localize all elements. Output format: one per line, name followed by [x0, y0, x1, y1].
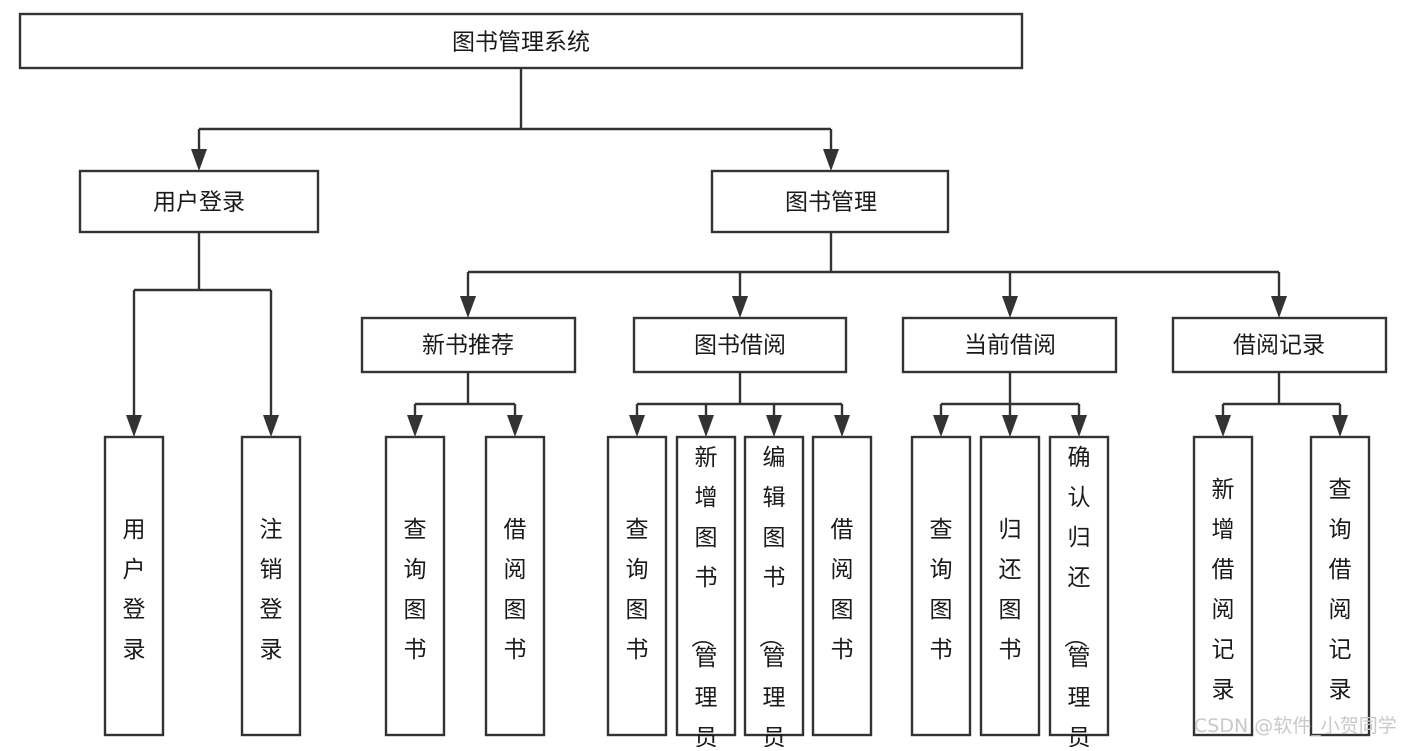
node-leaf-query-book-3[interactable]: 查询图书: [910, 435, 972, 737]
node-leaf-logout[interactable]: 注销登录: [240, 435, 302, 737]
node-book-management[interactable]: 图书管理: [710, 169, 950, 234]
node-borrow-record-box[interactable]: [1171, 316, 1388, 374]
arrow-head-icon: [732, 296, 748, 318]
connector-newbook-bus: [413, 372, 517, 424]
connector-userlogin-bus: [132, 232, 273, 424]
node-leaf-query-book-2-box[interactable]: [606, 435, 668, 737]
node-book-borrow[interactable]: 图书借阅: [632, 316, 848, 374]
node-user-login-label: 用户登录: [153, 190, 245, 216]
node-leaf-query-book-1[interactable]: 查询图书: [384, 435, 446, 737]
node-leaf-add-borrow-record[interactable]: 新增借阅记录: [1192, 435, 1254, 737]
node-leaf-confirm-return[interactable]: 确认归还（管理员）: [1048, 435, 1110, 751]
node-leaf-query-book-3-box[interactable]: [910, 435, 972, 737]
node-leaf-return-book-label: 归还图书: [999, 517, 1022, 663]
node-leaf-user-login-label: 用户登录: [123, 517, 146, 663]
node-borrow-record[interactable]: 借阅记录: [1171, 316, 1388, 374]
arrow-head-icon: [766, 415, 782, 437]
node-leaf-return-book[interactable]: 归还图书: [979, 435, 1041, 737]
arrow-head-icon: [834, 415, 850, 437]
node-leaf-confirm-return-box[interactable]: [1048, 435, 1110, 737]
node-user-login[interactable]: 用户登录: [78, 169, 320, 234]
arrow-head-icon: [263, 415, 279, 437]
connector-bookborrow-bus: [635, 372, 844, 424]
node-current-borrow[interactable]: 当前借阅: [901, 316, 1118, 374]
node-leaf-query-book-2-label: 查询图书: [626, 517, 649, 663]
node-leaf-query-book-3-label: 查询图书: [930, 517, 953, 663]
node-new-book-recommend[interactable]: 新书推荐: [360, 316, 577, 374]
node-leaf-query-borrow-record-box[interactable]: [1309, 435, 1371, 737]
node-new-book-recommend-label: 新书推荐: [422, 333, 514, 359]
arrow-head-icon: [629, 415, 645, 437]
node-leaf-user-login[interactable]: 用户登录: [103, 435, 165, 737]
node-leaf-add-borrow-record-box[interactable]: [1192, 435, 1254, 737]
connector-currentborrow-bus: [939, 372, 1081, 424]
arrow-head-icon: [1071, 415, 1087, 437]
node-root-box[interactable]: [18, 12, 1024, 70]
node-leaf-add-book[interactable]: 新增图书（管理员）: [675, 435, 737, 751]
arrow-head-icon: [823, 149, 839, 171]
node-leaf-logout-box[interactable]: [240, 435, 302, 737]
node-current-borrow-label: 当前借阅: [964, 333, 1056, 359]
node-leaf-borrow-book-1-box[interactable]: [484, 435, 546, 737]
connector-bookmgmt-bus: [466, 232, 1281, 305]
node-leaf-query-borrow-record-label: 查询借阅记录: [1329, 477, 1352, 703]
node-leaf-borrow-book-2[interactable]: 借阅图书: [811, 435, 873, 737]
node-leaf-add-book-label: 新增图书（管理员）: [689, 445, 718, 747]
node-book-management-box[interactable]: [710, 169, 950, 234]
arrow-head-icon: [1215, 415, 1231, 437]
node-book-borrow-box[interactable]: [632, 316, 848, 374]
node-book-management-label: 图书管理: [785, 190, 877, 216]
node-leaf-add-book-box[interactable]: [675, 435, 737, 737]
arrow-head-icon: [507, 415, 523, 437]
node-root-label: 图书管理系统: [452, 30, 590, 56]
watermark-label: CSDN @软件_小贺同学: [1194, 715, 1397, 737]
node-current-borrow-box[interactable]: [901, 316, 1118, 374]
connector-root-bus: [197, 68, 833, 158]
arrow-head-icon: [191, 149, 207, 171]
node-leaf-edit-book-label: 编辑图书（管理员）: [757, 445, 786, 747]
node-leaf-return-book-box[interactable]: [979, 435, 1041, 737]
arrow-head-icon: [1332, 415, 1348, 437]
node-leaf-confirm-return-label: 确认归还（管理员）: [1062, 445, 1091, 747]
node-leaf-query-book-2[interactable]: 查询图书: [606, 435, 668, 737]
node-leaf-logout-label: 注销登录: [260, 517, 283, 663]
node-leaf-query-book-1-label: 查询图书: [404, 517, 427, 663]
node-leaf-borrow-book-2-label: 借阅图书: [831, 517, 854, 663]
node-leaf-add-borrow-record-label: 新增借阅记录: [1212, 477, 1235, 703]
node-leaf-user-login-box[interactable]: [103, 435, 165, 737]
node-user-login-box[interactable]: [78, 169, 320, 234]
node-leaf-edit-book[interactable]: 编辑图书（管理员）: [743, 435, 805, 751]
connector-layer: [126, 68, 1348, 437]
node-book-borrow-label: 图书借阅: [694, 333, 786, 359]
node-new-book-recommend-box[interactable]: [360, 316, 577, 374]
arrow-head-icon: [1271, 296, 1287, 318]
connector-borrowrecord-bus: [1221, 372, 1342, 424]
node-leaf-borrow-book-1-label: 借阅图书: [504, 517, 527, 663]
arrow-head-icon: [126, 415, 142, 437]
node-borrow-record-label: 借阅记录: [1233, 333, 1325, 359]
arrow-head-icon: [1002, 296, 1018, 318]
arrow-head-icon: [698, 415, 714, 437]
arrow-head-icon: [933, 415, 949, 437]
node-leaf-borrow-book-2-box[interactable]: [811, 435, 873, 737]
node-leaf-edit-book-box[interactable]: [743, 435, 805, 737]
node-leaf-query-borrow-record[interactable]: 查询借阅记录: [1309, 435, 1371, 737]
arrow-head-icon: [460, 296, 476, 318]
node-leaf-query-book-1-box[interactable]: [384, 435, 446, 737]
node-root[interactable]: 图书管理系统: [18, 12, 1024, 70]
node-leaf-borrow-book-1[interactable]: 借阅图书: [484, 435, 546, 737]
arrow-head-icon: [1002, 415, 1018, 437]
arrow-head-icon: [407, 415, 423, 437]
